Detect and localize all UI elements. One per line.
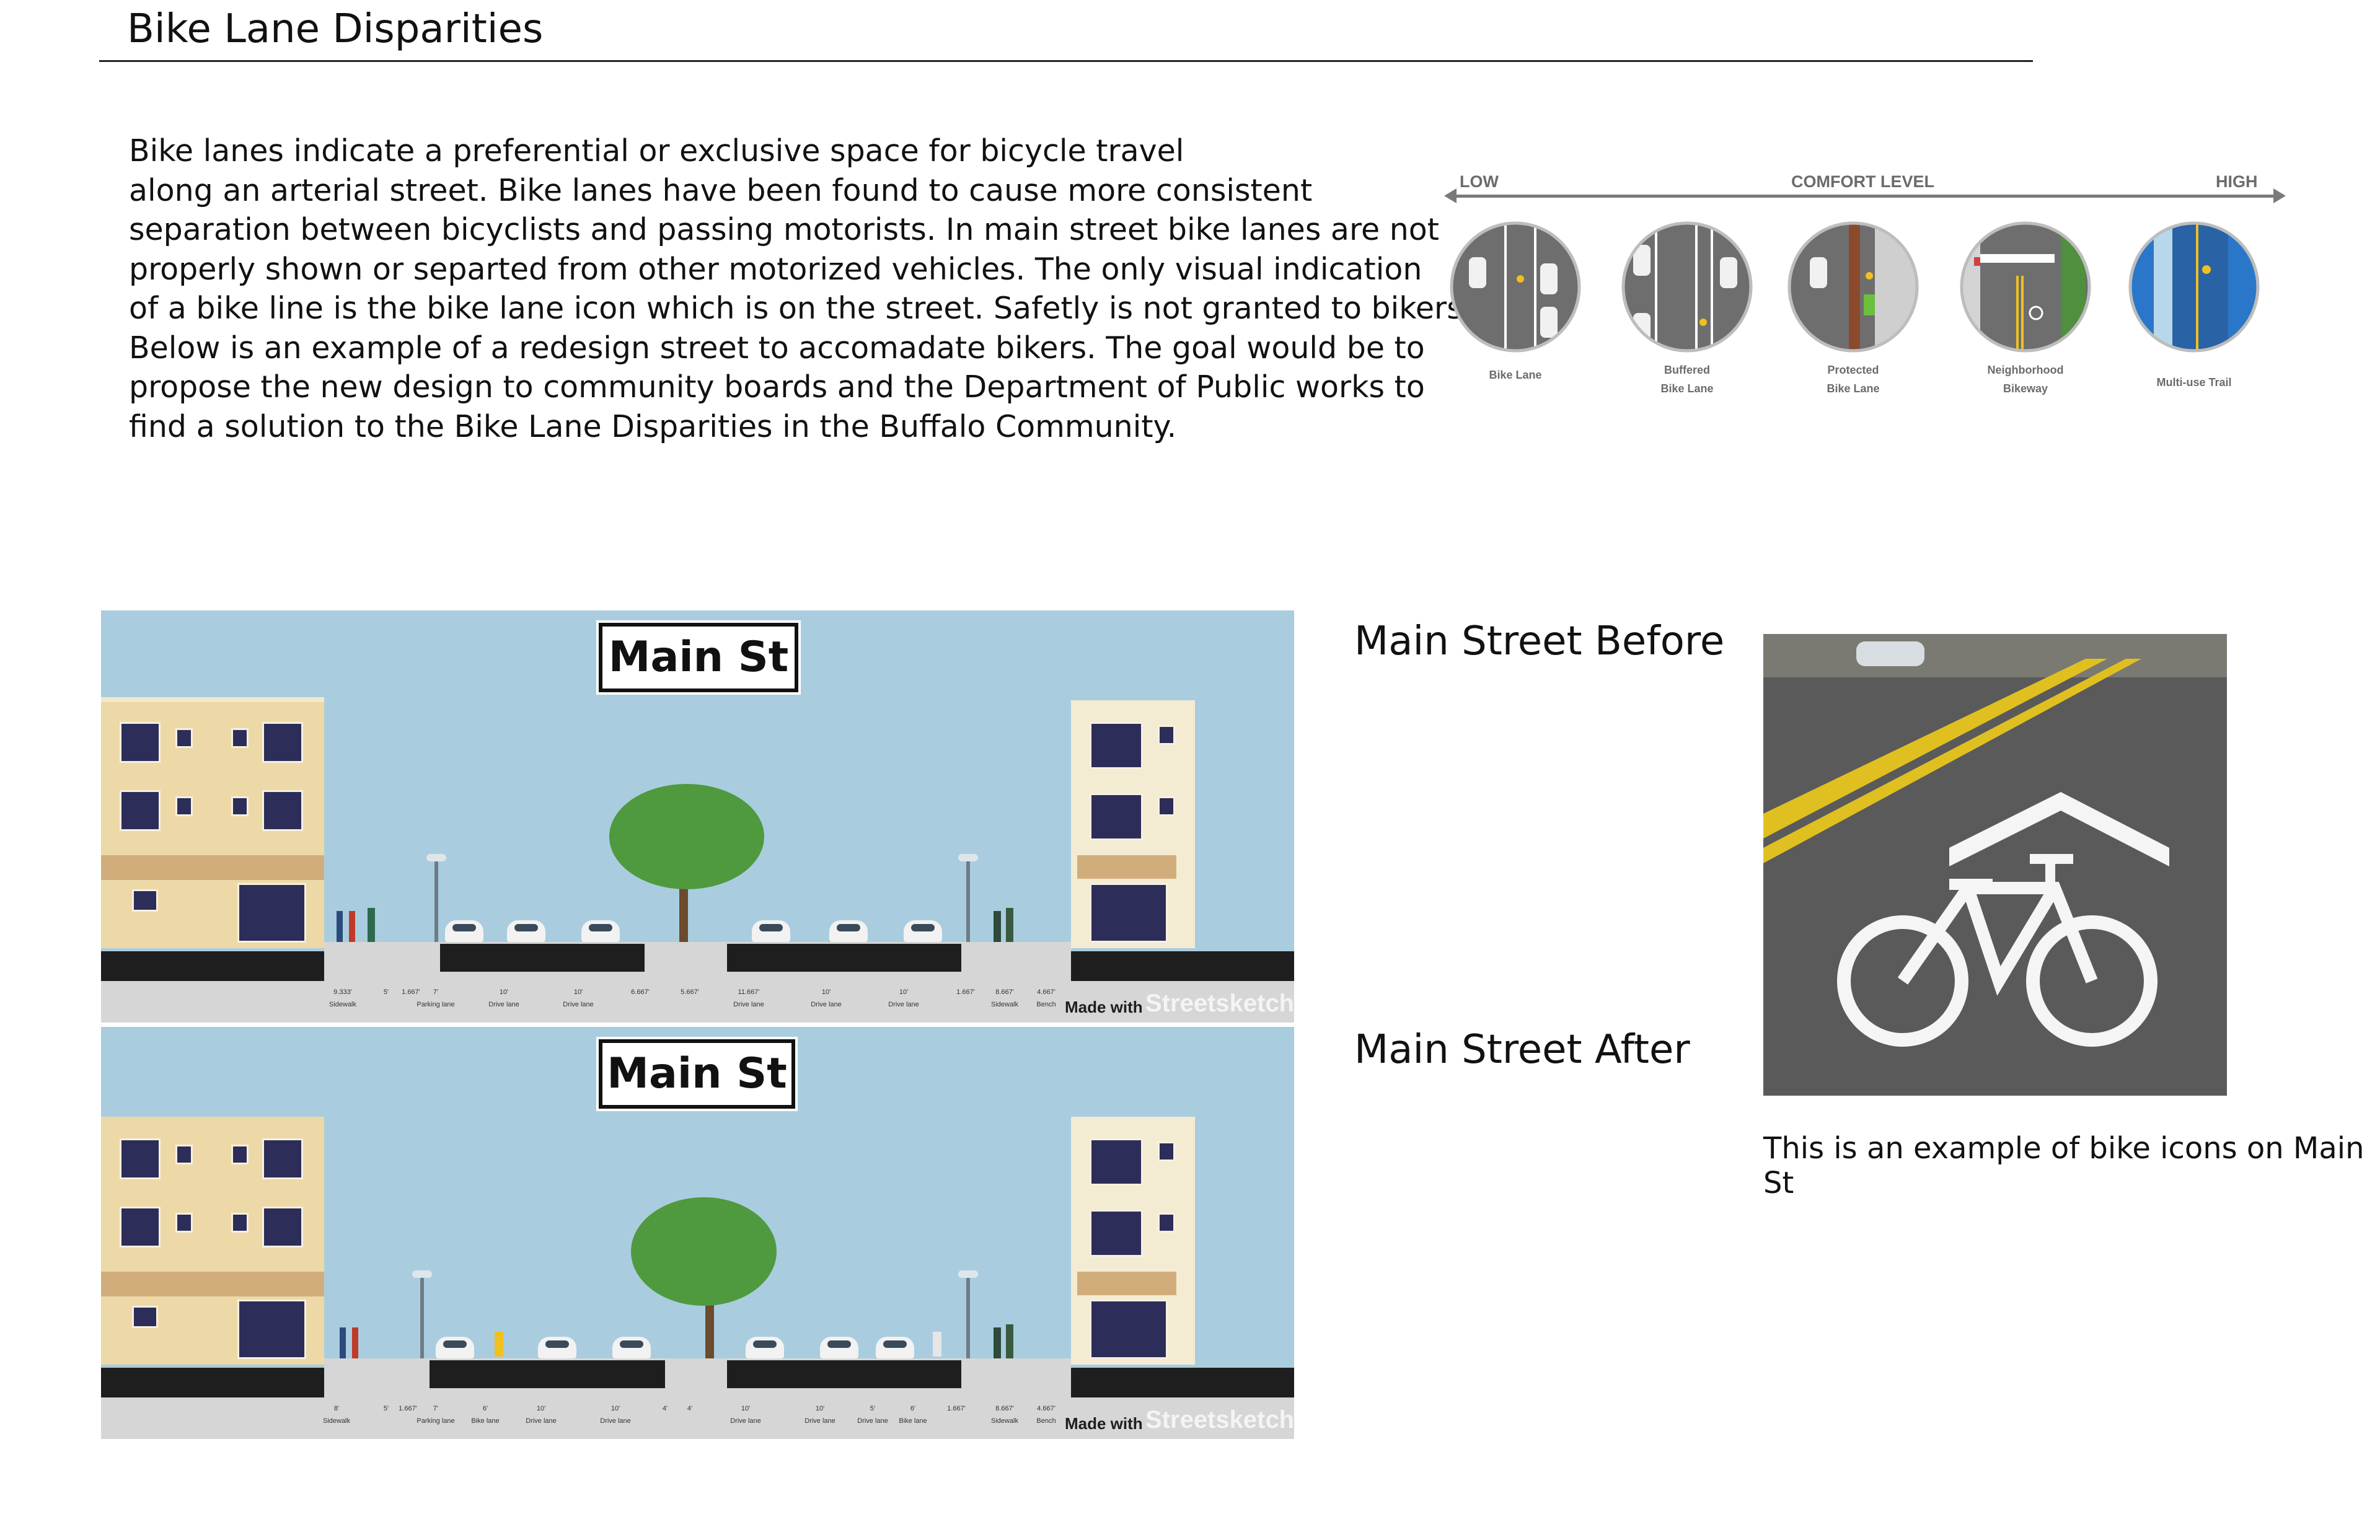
arrow-right-icon	[2273, 188, 2286, 203]
pedestrian-icon	[349, 911, 355, 942]
street-section-after: Main St 8' Sidewalk 5' 1.667' 7' Parking…	[101, 1027, 1294, 1439]
car-icon	[538, 1337, 576, 1359]
before-heading: Main Street Before	[1354, 618, 1725, 664]
bike-icon-photo	[1763, 634, 2227, 1096]
pedestrian-icon	[368, 908, 375, 942]
cyclist-icon	[933, 1332, 941, 1357]
car-icon	[904, 920, 942, 943]
sharrow-bike-icon	[1763, 634, 2227, 1096]
pedestrian-icon	[1006, 908, 1013, 942]
neighborhood-bikeway-icon	[1962, 223, 2089, 351]
comfort-high-label: HIGH	[2216, 172, 2258, 191]
car-icon	[752, 920, 790, 943]
pedestrian-icon	[352, 1327, 358, 1358]
car-icon	[612, 1337, 651, 1359]
car-icon	[746, 1337, 784, 1359]
pedestrian-icon	[1006, 1324, 1013, 1358]
car-icon	[436, 1337, 474, 1359]
intro-line: along an arterial street. Bike lanes hav…	[129, 172, 1313, 208]
bike-lane-icon	[1452, 223, 1579, 351]
page-title: Bike Lane Disparities	[127, 6, 544, 52]
made-with-label: Made with	[1065, 998, 1143, 1016]
car-icon	[876, 1337, 914, 1359]
after-heading: Main Street After	[1354, 1027, 1690, 1073]
intro-line: Below is an example of a redesign street…	[129, 330, 1425, 366]
intro-line: of a bike line is the bike lane icon whi…	[129, 291, 1473, 326]
comfort-level-title: COMFORT LEVEL	[1791, 172, 1934, 191]
intro-line: separation between bicyclists and passin…	[129, 212, 1439, 247]
car-icon	[820, 1337, 858, 1359]
street-lamp-icon	[426, 854, 446, 861]
photo-caption: This is an example of bike icons on Main…	[1763, 1131, 2365, 1200]
arrow-left-icon	[1444, 188, 1457, 203]
made-with-label: Made with	[1065, 1414, 1143, 1433]
drive-lane	[430, 1360, 665, 1388]
comfort-scale-line	[1453, 195, 2275, 198]
street-lamp-icon	[958, 1270, 978, 1278]
streetsketch-logo: Streetsketch	[1145, 1406, 1294, 1433]
street-sign: Main St	[596, 1037, 798, 1111]
intro-line: properly shown or separted from other mo…	[129, 251, 1422, 287]
car-icon	[829, 920, 868, 943]
buffered-bike-lane-icon	[1623, 223, 1751, 351]
pedestrian-icon	[994, 1327, 1001, 1358]
streetsketch-logo: Streetsketch	[1145, 990, 1294, 1017]
measurement-row: 9.333' Sidewalk 5' 1.667' 7' Parking lan…	[328, 988, 1056, 1008]
street-lamp-icon	[412, 1270, 432, 1278]
drive-lane	[440, 944, 645, 972]
pedestrian-icon	[340, 1327, 346, 1358]
comfort-low-label: LOW	[1460, 172, 1499, 191]
pedestrian-icon	[337, 911, 343, 942]
pedestrian-icon	[994, 911, 1001, 942]
multi-use-trail-icon	[2130, 223, 2258, 351]
car-icon	[445, 920, 483, 943]
drive-lane	[727, 1360, 961, 1388]
measurement-row: 8' Sidewalk 5' 1.667' 7' Parking lane 6'…	[322, 1405, 1056, 1425]
intro-line: propose the new design to community boar…	[129, 369, 1425, 405]
street-lamp-icon	[958, 854, 978, 861]
intro-line: Bike lanes indicate a preferential or ex…	[129, 133, 1184, 169]
car-icon	[581, 920, 620, 943]
title-divider	[99, 60, 2033, 62]
facility-label-bike-lane: Bike Lane	[1489, 369, 1542, 381]
intro-line: find a solution to the Bike Lane Dispari…	[129, 408, 1177, 444]
car-icon	[507, 920, 545, 943]
cyclist-icon	[495, 1332, 503, 1357]
facility-icons	[1450, 221, 2260, 353]
intro-paragraph: Bike lanes indicate a preferential or ex…	[129, 131, 1473, 446]
protected-bike-lane-icon	[1789, 223, 1917, 351]
drive-lane	[727, 944, 961, 972]
tree-foliage	[609, 784, 764, 889]
street-sign: Main St	[596, 620, 801, 695]
facility-label-multi-use: Multi-use Trail	[2156, 376, 2232, 389]
tree-foliage	[631, 1197, 777, 1306]
street-section-before: Main St 9.333' Sidewalk 5' 1.667' 7' Par…	[101, 610, 1294, 1023]
